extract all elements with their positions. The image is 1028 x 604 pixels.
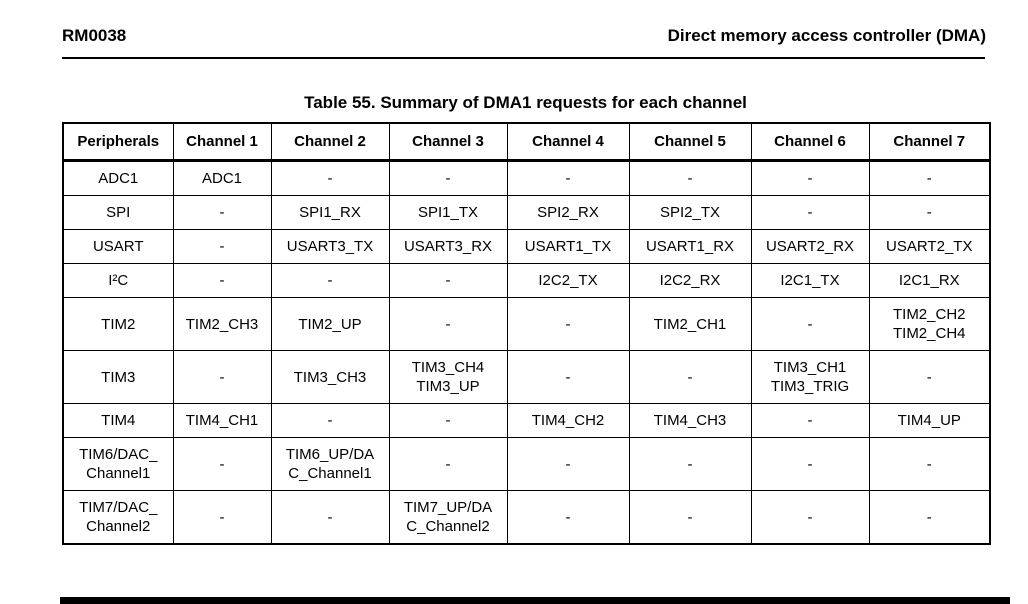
request-cell: - — [172, 490, 272, 545]
request-cell: I2C1_TX — [750, 263, 870, 298]
request-cell: - — [388, 160, 508, 196]
request-cell: - — [506, 297, 630, 351]
request-cell: TIM4_CH3 — [628, 403, 752, 438]
request-cell: - — [172, 437, 272, 491]
request-cell: - — [868, 490, 991, 545]
peripheral-cell: TIM6/DAC_ Channel1 — [62, 437, 174, 491]
request-cell: - — [388, 437, 508, 491]
request-cell: - — [750, 490, 870, 545]
request-cell: USART2_TX — [868, 229, 991, 264]
request-cell: TIM4_CH1 — [172, 403, 272, 438]
request-cell: TIM4_CH2 — [506, 403, 630, 438]
request-cell: TIM4_UP — [868, 403, 991, 438]
page-footer-bar — [60, 597, 1010, 604]
request-cell: SPI1_TX — [388, 195, 508, 230]
column-header: Channel 5 — [628, 122, 752, 162]
peripheral-cell: TIM2 — [62, 297, 174, 351]
request-cell: - — [750, 195, 870, 230]
request-cell: TIM3_CH4 TIM3_UP — [388, 350, 508, 404]
request-cell: USART3_TX — [270, 229, 390, 264]
request-cell: TIM2_CH3 — [172, 297, 272, 351]
column-header: Peripherals — [62, 122, 174, 162]
table-caption: Table 55. Summary of DMA1 requests for e… — [304, 93, 747, 112]
request-cell: TIM7_UP/DA C_Channel2 — [388, 490, 508, 545]
column-header: Channel 3 — [388, 122, 508, 162]
request-cell: I2C2_TX — [506, 263, 630, 298]
column-header: Channel 4 — [506, 122, 630, 162]
request-cell: TIM3_CH3 — [270, 350, 390, 404]
request-cell: - — [750, 297, 870, 351]
request-cell: - — [628, 437, 752, 491]
column-header: Channel 2 — [270, 122, 390, 162]
request-cell: - — [388, 403, 508, 438]
table-row: TIM6/DAC_ Channel1-TIM6_UP/DA C_Channel1… — [62, 437, 991, 491]
request-cell: - — [868, 350, 991, 404]
request-cell: USART1_RX — [628, 229, 752, 264]
peripheral-cell: TIM7/DAC_ Channel2 — [62, 490, 174, 545]
column-header: Channel 1 — [172, 122, 272, 162]
request-cell: - — [270, 160, 390, 196]
column-header: Channel 6 — [750, 122, 870, 162]
request-cell: - — [506, 490, 630, 545]
doc-id: RM0038 — [62, 26, 127, 45]
request-cell: USART3_RX — [388, 229, 508, 264]
column-header: Channel 7 — [868, 122, 991, 162]
page-header: RM0038 Direct memory access controller (… — [62, 26, 986, 46]
request-cell: TIM3_CH1 TIM3_TRIG — [750, 350, 870, 404]
request-cell: TIM2_UP — [270, 297, 390, 351]
request-cell: ADC1 — [172, 160, 272, 196]
request-cell: USART2_RX — [750, 229, 870, 264]
request-cell: - — [270, 490, 390, 545]
request-cell: - — [388, 297, 508, 351]
request-cell: - — [270, 403, 390, 438]
chapter-title: Direct memory access controller (DMA) — [667, 26, 986, 45]
request-cell: - — [868, 437, 991, 491]
request-cell: TIM2_CH2 TIM2_CH4 — [868, 297, 991, 351]
request-cell: USART1_TX — [506, 229, 630, 264]
peripheral-cell: USART — [62, 229, 174, 264]
table-row: TIM7/DAC_ Channel2--TIM7_UP/DA C_Channel… — [62, 490, 991, 545]
request-cell: - — [628, 350, 752, 404]
request-cell: - — [172, 229, 272, 264]
request-cell: - — [172, 195, 272, 230]
request-cell: - — [628, 490, 752, 545]
peripheral-cell: I²C — [62, 263, 174, 298]
request-cell: - — [172, 350, 272, 404]
request-cell: SPI2_TX — [628, 195, 752, 230]
request-cell: - — [750, 437, 870, 491]
header-rule — [62, 57, 985, 59]
request-cell: - — [750, 403, 870, 438]
peripheral-cell: TIM3 — [62, 350, 174, 404]
peripheral-cell: ADC1 — [62, 160, 174, 196]
request-cell: SPI1_RX — [270, 195, 390, 230]
request-cell: - — [628, 160, 752, 196]
request-cell: I2C1_RX — [868, 263, 991, 298]
peripheral-cell: TIM4 — [62, 403, 174, 438]
request-cell: - — [506, 437, 630, 491]
request-cell: TIM6_UP/DA C_Channel1 — [270, 437, 390, 491]
request-cell: TIM2_CH1 — [628, 297, 752, 351]
request-cell: - — [172, 263, 272, 298]
request-cell: SPI2_RX — [506, 195, 630, 230]
peripheral-cell: SPI — [62, 195, 174, 230]
request-cell: - — [750, 160, 870, 196]
request-cell: - — [388, 263, 508, 298]
request-cell: - — [868, 195, 991, 230]
request-cell: - — [270, 263, 390, 298]
request-cell: - — [868, 160, 991, 196]
request-cell: I2C2_RX — [628, 263, 752, 298]
request-cell: - — [506, 160, 630, 196]
request-cell: - — [506, 350, 630, 404]
